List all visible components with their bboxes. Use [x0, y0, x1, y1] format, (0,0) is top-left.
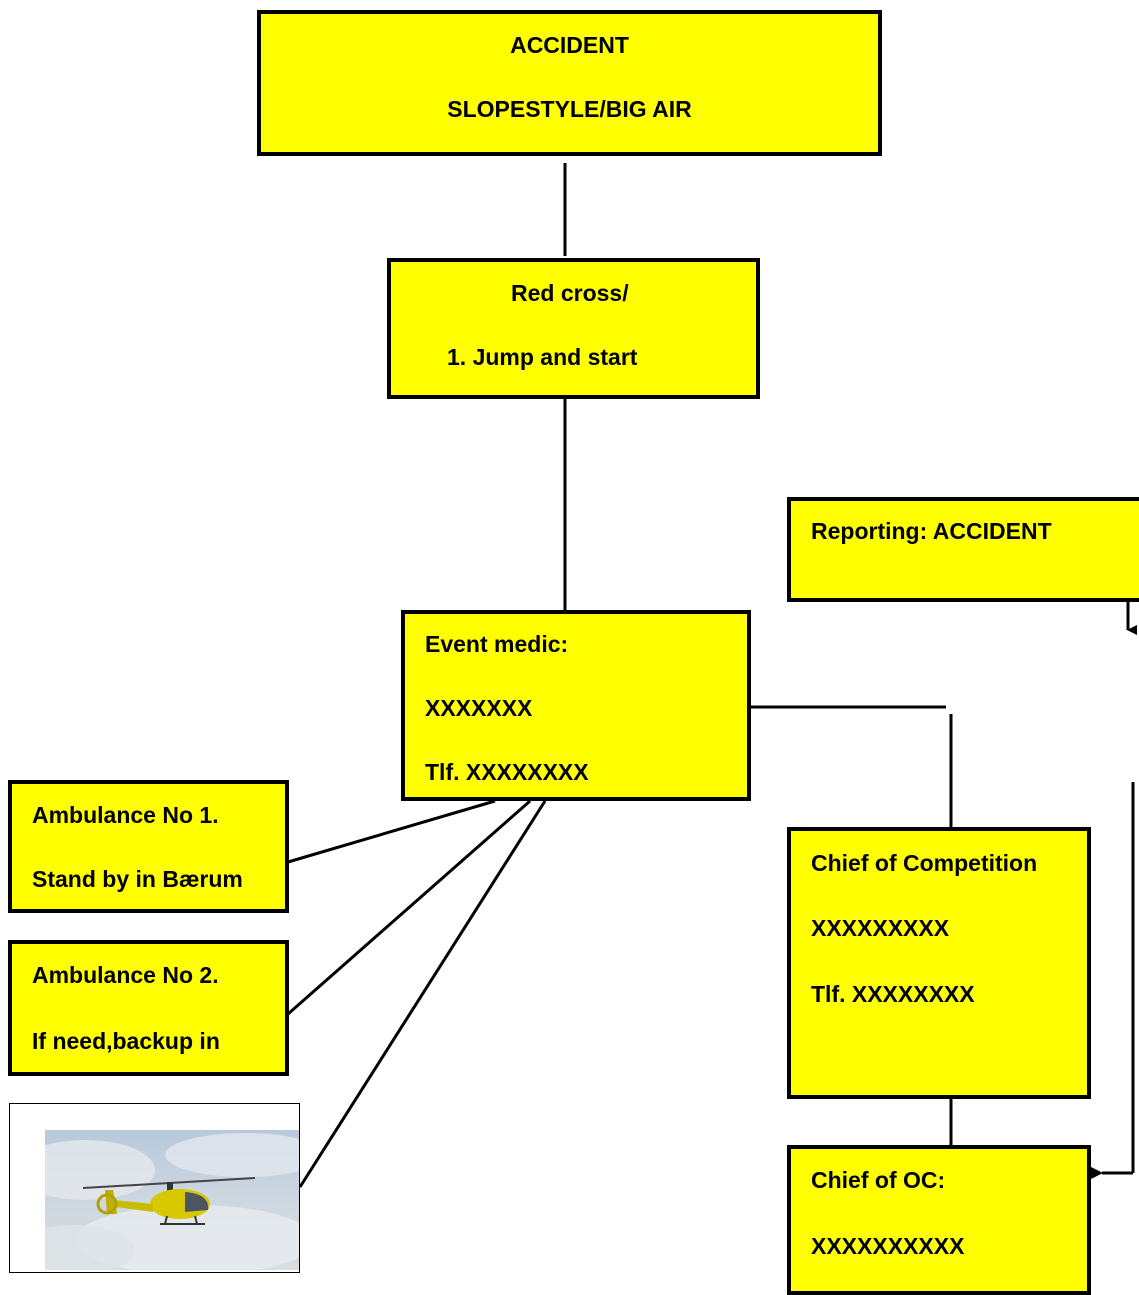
chief-of-competition-label: Chief of Competition	[811, 850, 1038, 876]
chief-of-oc-label: Chief of OC:	[811, 1167, 946, 1193]
event-medic-phone: Tlf. XXXXXXXX	[425, 759, 589, 785]
event-medic-name: XXXXXXX	[425, 695, 533, 721]
ambulance-1-box: Ambulance No 1. Stand by in Bærum	[8, 780, 289, 913]
ambulance-2-box: Ambulance No 2. If need,backup in	[8, 940, 289, 1076]
red-cross-sublabel: 1. Jump and start	[447, 344, 638, 370]
event-medic-box: Event medic: XXXXXXX Tlf. XXXXXXXX	[401, 610, 751, 801]
chief-of-competition-box: Chief of Competition XXXXXXXXX Tlf. XXXX…	[787, 827, 1091, 1099]
red-cross-label: Red cross/	[511, 280, 629, 306]
chief-of-competition-phone: Tlf. XXXXXXXX	[811, 981, 975, 1007]
line-medic-to-helicopter	[298, 800, 547, 1188]
reporting-box: Reporting: ACCIDENT	[787, 497, 1139, 602]
helicopter-icon	[45, 1130, 299, 1270]
line-medic-to-ambulance1	[287, 799, 496, 864]
accident-subtitle: SLOPESTYLE/BIG AIR	[447, 96, 692, 122]
red-cross-box: Red cross/ 1. Jump and start	[387, 258, 760, 399]
chief-of-competition-name: XXXXXXXXX	[811, 915, 950, 941]
ambulance-2-label: Ambulance No 2.	[32, 962, 219, 988]
ambulance-1-status: Stand by in Bærum	[32, 866, 243, 892]
accident-title: ACCIDENT	[510, 32, 629, 58]
chief-of-oc-box: Chief of OC: XXXXXXXXXX	[787, 1145, 1091, 1295]
helicopter-photo	[9, 1103, 300, 1273]
reporting-label: Reporting: ACCIDENT	[811, 518, 1052, 544]
ambulance-2-status: If need,backup in	[32, 1028, 220, 1054]
event-medic-label: Event medic:	[425, 631, 569, 657]
ambulance-1-label: Ambulance No 1.	[32, 802, 219, 828]
chief-of-oc-name: XXXXXXXXXX	[811, 1233, 965, 1259]
line-medic-to-ambulance2	[287, 799, 531, 1016]
accident-box: ACCIDENT SLOPESTYLE/BIG AIR	[257, 10, 882, 156]
